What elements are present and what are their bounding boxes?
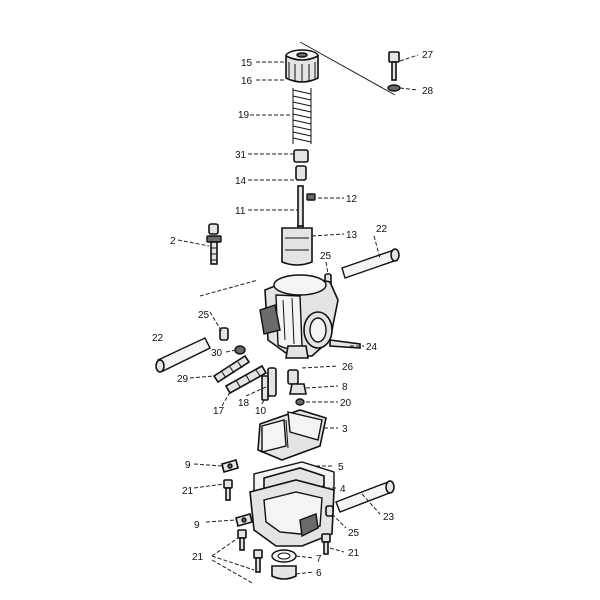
- part-23-drain-hose: [335, 480, 395, 513]
- callout-30: 30: [211, 348, 223, 359]
- part-7-o-ring: [271, 549, 297, 563]
- callout-18: 18: [238, 398, 250, 409]
- callout-21-left: 21: [192, 552, 204, 563]
- part-14-clip: [295, 165, 307, 181]
- callout-21-right: 21: [348, 548, 360, 559]
- part-15-top-cap: [285, 49, 319, 83]
- part-8-jet-holder: [289, 383, 307, 395]
- callout-22-left: 22: [152, 333, 164, 344]
- part-13-slide: [281, 227, 313, 266]
- leader-lines: [177, 54, 419, 585]
- callout-5: 5: [338, 462, 344, 473]
- callout-25-right: 25: [320, 251, 332, 262]
- callout-12: 12: [346, 194, 358, 205]
- callout-15: 15: [241, 58, 253, 69]
- callout-14: 14: [235, 176, 247, 187]
- part-31-retainer: [293, 149, 309, 163]
- callout-3: 3: [342, 424, 348, 435]
- callout-13: 13: [346, 230, 358, 241]
- part-25-fitting-lower: [325, 505, 334, 517]
- part-11-needle: [296, 185, 305, 237]
- part-3-float: [257, 409, 327, 461]
- part-21-screw-c: [253, 549, 263, 573]
- callout-11: 11: [235, 206, 246, 217]
- carburetor-main-body: [259, 274, 339, 359]
- callout-2: 2: [170, 236, 176, 247]
- callout-26: 26: [342, 362, 354, 373]
- callout-22-right: 22: [376, 224, 388, 235]
- part-9-clip-lower: [235, 513, 253, 527]
- part-25-fitting-left: [219, 327, 229, 341]
- part-9-clip-upper: [221, 459, 239, 473]
- callout-27: 27: [422, 50, 434, 61]
- part-4-float-bowl: [249, 479, 335, 547]
- part-2-adjust-screw: [206, 223, 222, 265]
- part-17-screw: [224, 364, 268, 395]
- callout-19: 19: [238, 110, 250, 121]
- callout-23: 23: [383, 512, 395, 523]
- callout-21-upper: 21: [182, 486, 194, 497]
- part-12-screw: [306, 193, 316, 201]
- callout-9-upper: 9: [185, 460, 191, 471]
- callout-6: 6: [316, 568, 322, 579]
- callout-7: 7: [316, 554, 322, 565]
- part-19-spring: [292, 88, 312, 144]
- callout-24: 24: [366, 342, 378, 353]
- part-29-screw: [212, 354, 251, 384]
- part-30-washer: [234, 345, 246, 355]
- part-26-main-jet: [287, 369, 299, 385]
- callout-31: 31: [235, 150, 247, 161]
- part-21-screw-b: [237, 529, 247, 551]
- part-28-washer: [387, 84, 401, 92]
- part-27-screw: [388, 51, 400, 81]
- callout-25-left: 25: [198, 310, 210, 321]
- callout-17: 17: [213, 406, 225, 417]
- part-21-screw-a: [223, 479, 233, 501]
- callout-25-lower: 25: [348, 528, 360, 539]
- callout-28: 28: [422, 86, 434, 97]
- part-21-screw-d: [321, 533, 331, 555]
- part-18-jet: [267, 367, 277, 397]
- guide-line-top: [299, 41, 396, 96]
- callout-4: 4: [340, 484, 346, 495]
- callout-labels: 15 16 19 31 14 11 12 13 2 22 25 25 22 30…: [152, 50, 434, 579]
- part-6-drain-plug: [271, 565, 297, 580]
- callout-20: 20: [340, 398, 352, 409]
- callout-29: 29: [177, 374, 189, 385]
- callout-16: 16: [241, 76, 253, 87]
- callout-10: 10: [255, 406, 267, 417]
- part-22-hose-left: [155, 337, 211, 373]
- part-24-arm: [329, 339, 361, 349]
- part-20-pilot-jet: [295, 398, 305, 406]
- callout-8: 8: [342, 382, 348, 393]
- part-22-hose-right: [341, 248, 400, 279]
- callout-9-lower: 9: [194, 520, 200, 531]
- part-10-needle-jet: [261, 375, 269, 401]
